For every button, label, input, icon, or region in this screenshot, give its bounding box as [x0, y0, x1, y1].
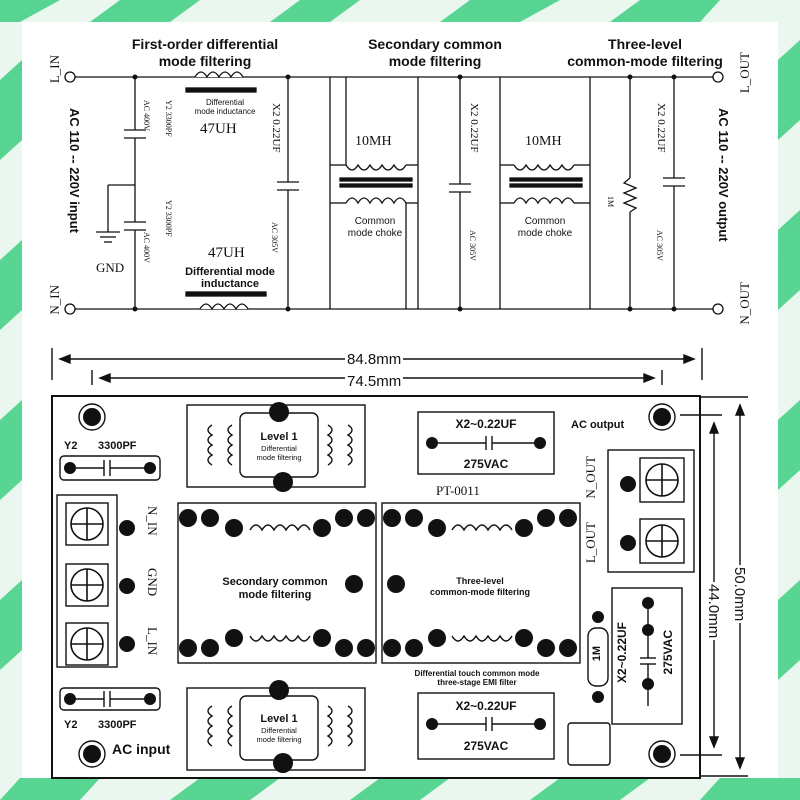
hole-width-dimension: 74.5mm: [345, 373, 404, 390]
gnd-label: GND: [96, 260, 125, 275]
output-side-label: AC 110 -- 220V output: [716, 108, 731, 242]
diff-inductance-top-caption: Differential mode inductance: [194, 98, 256, 116]
x-cap3-value: X2 0.22UF: [655, 103, 667, 153]
diff-inductance-bottom-value: 47UH: [208, 245, 245, 261]
board-n-in-label: N_IN: [145, 506, 160, 536]
y-cap-top-rating: AC 400V: [142, 100, 151, 131]
three-level-block-label: Three-level common-mode filtering: [429, 576, 530, 597]
outer-height-dimension: 50.0mm: [731, 565, 748, 624]
stage3-heading: Three-level common-mode filtering: [567, 36, 723, 69]
x-cap1-rating: AC 305V: [270, 222, 279, 253]
y-cap-bottom-rating: AC 400V: [142, 232, 151, 263]
choke1-value: 10MH: [355, 134, 392, 149]
x-cap2-rating: AC 305V: [468, 230, 477, 261]
y-cap-bottom-value: Y2 3300PF: [164, 200, 173, 237]
level1-bottom-label: Level 1: [260, 713, 298, 725]
y-cap-top-value: Y2 3300PF: [164, 100, 173, 137]
board-l-in-label: L_IN: [145, 627, 160, 656]
hole-height-dimension: 44.0mm: [705, 582, 722, 641]
board-resistor-label: 1M: [591, 646, 603, 662]
emi-filter-caption: Differential touch common mode three-sta…: [414, 669, 540, 687]
y2-bottom-label: Y2: [64, 719, 78, 731]
level1-bottom-sub: Differential mode filtering: [256, 726, 302, 744]
diff-inductance-top-value: 47UH: [200, 121, 237, 137]
xcap-right-rating: 275VAC: [661, 630, 675, 675]
board-gnd-label: GND: [145, 568, 160, 597]
xcap-top-rating: 275VAC: [463, 457, 509, 471]
level1-top-label: Level 1: [260, 431, 298, 443]
board-model-label: PT-0011: [436, 483, 480, 498]
secondary-block-label: Secondary common mode filtering: [222, 576, 328, 601]
y2-top-value: 3300PF: [98, 440, 137, 452]
x-cap1-value: X2 0.22UF: [270, 103, 282, 153]
ac-input-label: AC input: [112, 741, 171, 757]
choke2-value: 10MH: [525, 134, 562, 149]
x-cap3-rating: AC 305V: [655, 230, 664, 261]
choke1-caption: Common mode choke: [347, 216, 403, 239]
stage2-heading: Secondary common mode filtering: [368, 36, 502, 69]
level1-top-sub: Differential mode filtering: [256, 444, 302, 462]
input-side-label: AC 110 -- 220V input: [67, 108, 82, 233]
ac-output-label: AC output: [571, 419, 625, 431]
xcap-top-value: X2~0.22UF: [455, 417, 517, 431]
x-cap2-value: X2 0.22UF: [468, 103, 480, 153]
stage1-heading: First-order differential mode filtering: [131, 36, 279, 69]
diff-inductance-bottom-caption: Differential mode inductance: [185, 266, 275, 290]
xcap-bottom-value: X2~0.22UF: [455, 699, 517, 713]
board-l-out-label: L_OUT: [583, 522, 598, 564]
xcap-right-value: X2~0.22UF: [615, 622, 629, 684]
y2-bottom-value: 3300PF: [98, 719, 137, 731]
board-n-out-label: N_OUT: [583, 456, 598, 499]
y2-top-label: Y2: [64, 440, 78, 452]
xcap-bottom-rating: 275VAC: [463, 739, 509, 753]
resistor-value: 1M: [606, 196, 615, 208]
outer-width-dimension: 84.8mm: [345, 351, 404, 368]
choke2-caption: Common mode choke: [517, 216, 573, 239]
